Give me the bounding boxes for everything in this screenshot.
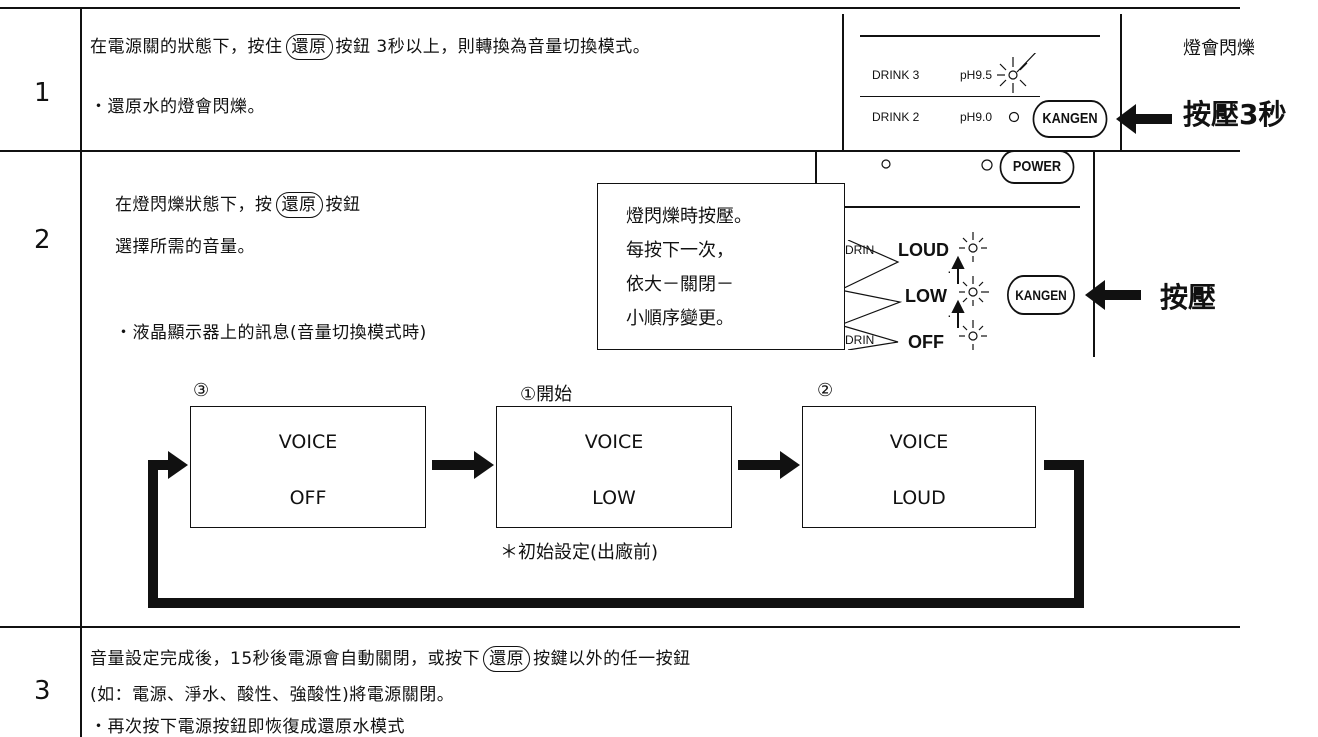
arrow-low-to-loud: [738, 460, 780, 470]
step-1-instruction: 在電源關的狀態下，按住還原按鈕 3秒以上，則轉換為音量切換模式。: [90, 32, 650, 60]
panel1-mid-line: [860, 96, 1040, 97]
kangen-button-label: 還原: [275, 192, 323, 218]
panel1-top-line: [860, 35, 1100, 37]
power-button: POWER: [999, 150, 1075, 184]
off-label: OFF: [908, 332, 944, 352]
svg-text:·: ·: [947, 307, 952, 323]
panel1-ph95-label: pH9.5: [960, 68, 993, 82]
lcd-voice-text: VOICE: [889, 431, 949, 453]
callout-line-4: 小順序變更。: [626, 308, 734, 329]
press-3s-label: 按壓3秒: [1183, 98, 1287, 131]
panel2-right-border: [1093, 152, 1095, 357]
factory-default-note: ＊初始設定(出廠前): [500, 542, 659, 563]
lcd-screen-low: VOICE LOW: [496, 406, 732, 528]
step-1-text-post: 按鈕 3秒以上，則轉換為音量切換模式。: [335, 37, 651, 57]
panel1-left-border: [842, 14, 844, 150]
low-label: LOW: [905, 286, 947, 306]
screen-marker-3: ③: [193, 380, 210, 401]
step-1-number: 1: [34, 78, 51, 108]
drink-fragment-bottom: DRIN: [845, 333, 875, 347]
step-2-instruction: 在燈閃爍狀態下，按還原按鈕: [115, 190, 361, 218]
panel2-kangen-button: KANGEN: [1007, 275, 1075, 315]
step-3-instruction: 音量設定完成後，15秒後電源會自動關閉，或按下還原按鍵以外的任一按鈕: [90, 644, 691, 672]
lcd-level-text: LOW: [592, 487, 636, 509]
step-2-text-pre: 在燈閃爍狀態下，按: [115, 195, 273, 215]
press-label: 按壓: [1160, 281, 1217, 314]
return-loop-path: [148, 460, 1084, 608]
led-off-icon: [881, 159, 891, 169]
lcd-screen-loud: VOICE LOUD: [802, 406, 1036, 528]
lcd-voice-text: VOICE: [584, 431, 644, 453]
lcd-level-text: LOUD: [892, 487, 946, 509]
number-column-divider: [80, 7, 82, 737]
callout-line-1: 燈閃爍時按壓。: [626, 206, 752, 227]
row-divider-2: [0, 626, 1240, 628]
drink-fragment-top: DRIN: [845, 243, 875, 257]
step-2-number: 2: [34, 225, 51, 255]
panel1-drink3-label: DRINK 3: [872, 68, 920, 82]
lcd-screen-off: VOICE OFF: [190, 406, 426, 528]
panel2-left-border: [815, 152, 817, 190]
step-2-text-post: 按鈕: [325, 195, 361, 215]
led-off-icon: [981, 159, 993, 171]
panel1-kangen-button: KANGEN: [1032, 100, 1108, 138]
panel1-right-border: [1120, 14, 1122, 150]
press-arrow-icon: [1085, 280, 1141, 310]
arrowhead-low-to-loud: [780, 451, 800, 479]
step-3-number: 3: [34, 676, 51, 706]
step-2-subtext: 選擇所需的音量。: [115, 237, 255, 257]
lcd-message-note: ・液晶顯示器上的訊息(音量切換模式時): [115, 323, 427, 343]
kangen-button-label: 還原: [285, 34, 333, 60]
callout-line-2: 每按下一次，: [626, 240, 734, 261]
row-divider-1: [0, 150, 1240, 152]
blinking-leds-icon: · ·: [947, 232, 989, 350]
led-off-icon: [1008, 111, 1020, 123]
step-3-note: ・再次按下電源按鈕即恢復成還原水模式: [90, 717, 405, 737]
screen-marker-1-start: ①開始: [520, 384, 573, 405]
table-top-border: [0, 7, 1240, 9]
screen-marker-2: ②: [817, 380, 834, 401]
blinking-led-icon: [997, 53, 1037, 93]
press-arrow-icon: [1116, 104, 1172, 134]
step-3-text-post: 按鍵以外的任一按鈕: [533, 649, 691, 669]
step-1-note: ・還原水的燈會閃爍。: [90, 97, 265, 117]
step-3-examples: (如：電源、淨水、酸性、強酸性)將電源關閉。: [90, 685, 455, 705]
loud-label: LOUD: [898, 240, 949, 260]
arrowhead-off-to-low: [474, 451, 494, 479]
lcd-level-text: OFF: [289, 487, 327, 509]
step-1-text-pre: 在電源關的狀態下，按住: [90, 37, 283, 57]
callout-box: 燈閃爍時按壓。 每按下一次， 依大－關閉－ 小順序變更。: [597, 183, 845, 350]
callout-pointer: [838, 240, 903, 350]
step-3-text-pre: 音量設定完成後，15秒後電源會自動關閉，或按下: [90, 649, 481, 669]
panel2-divider: [835, 206, 1080, 208]
arrow-off-to-low: [432, 460, 474, 470]
arrowhead-return: [168, 451, 188, 479]
lcd-voice-text: VOICE: [278, 431, 338, 453]
svg-text:·: ·: [947, 263, 952, 279]
blink-label: 燈會閃爍: [1183, 38, 1255, 59]
kangen-button-label: 還原: [483, 646, 531, 672]
panel1-ph90-label: pH9.0: [960, 110, 993, 124]
panel1-drink2-label: DRINK 2: [872, 110, 920, 124]
callout-line-3: 依大－關閉－: [626, 274, 734, 295]
